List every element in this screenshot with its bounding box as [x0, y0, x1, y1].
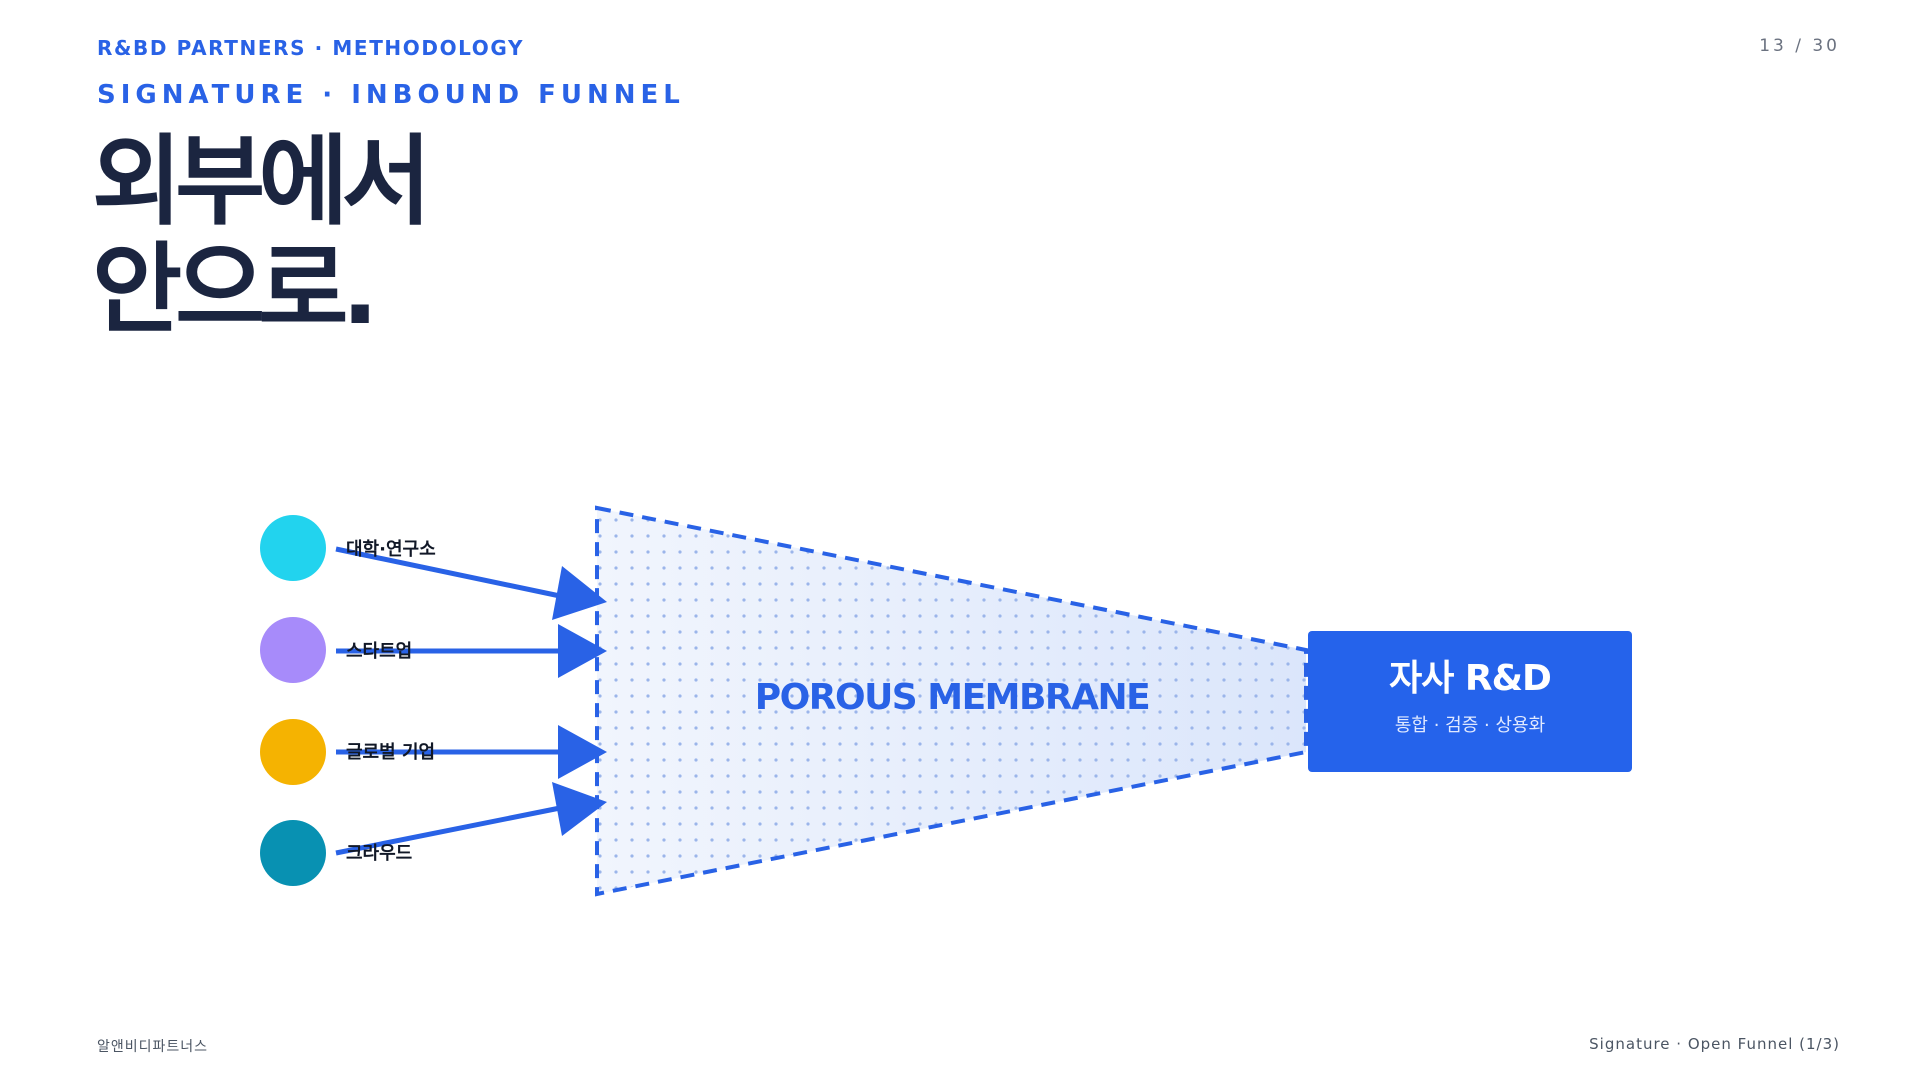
title-line-2: 안으로. — [92, 233, 379, 347]
source-dot-university — [260, 515, 326, 581]
target-rnd-box: 자사 R&D 통합 · 검증 · 상용화 — [1308, 631, 1632, 772]
title-line-1: 외부에서 — [92, 125, 432, 239]
page-indicator: 13 / 30 — [1759, 36, 1840, 56]
source-label-global: 글로벌 기업 — [346, 742, 435, 763]
footer-company: 알앤비디파트너스 — [97, 1039, 209, 1055]
membrane-label: POROUS MEMBRANE — [755, 677, 1150, 718]
arrow-global — [336, 725, 607, 779]
source-label-university: 대학·연구소 — [346, 538, 436, 560]
source-dot-startup — [260, 617, 326, 683]
brand-label: R&BD PARTNERS · METHODOLOGY — [97, 36, 525, 60]
target-title: 자사 R&D — [1389, 658, 1551, 699]
source-label-startup: 스타트업 — [346, 641, 412, 662]
arrow-crowd — [335, 782, 607, 856]
page-title: 외부에서 안으로. — [92, 125, 432, 347]
footer-section: Signature · Open Funnel (1/3) — [1589, 1035, 1840, 1053]
section-kicker: SIGNATURE · INBOUND FUNNEL — [97, 80, 685, 110]
target-subtitle: 통합 · 검증 · 상용화 — [1395, 715, 1545, 736]
source-dot-global — [260, 719, 326, 785]
source-node-university — [260, 515, 326, 581]
target-box-background — [1308, 631, 1632, 772]
source-dot-crowd — [260, 820, 326, 886]
membrane-dots — [597, 508, 1306, 894]
arrow-startup — [336, 624, 607, 678]
arrow-university — [335, 546, 607, 620]
source-node-global — [260, 719, 326, 785]
source-node-crowd — [260, 820, 326, 886]
source-node-startup — [260, 617, 326, 683]
source-label-crowd: 크라우드 — [346, 843, 412, 864]
